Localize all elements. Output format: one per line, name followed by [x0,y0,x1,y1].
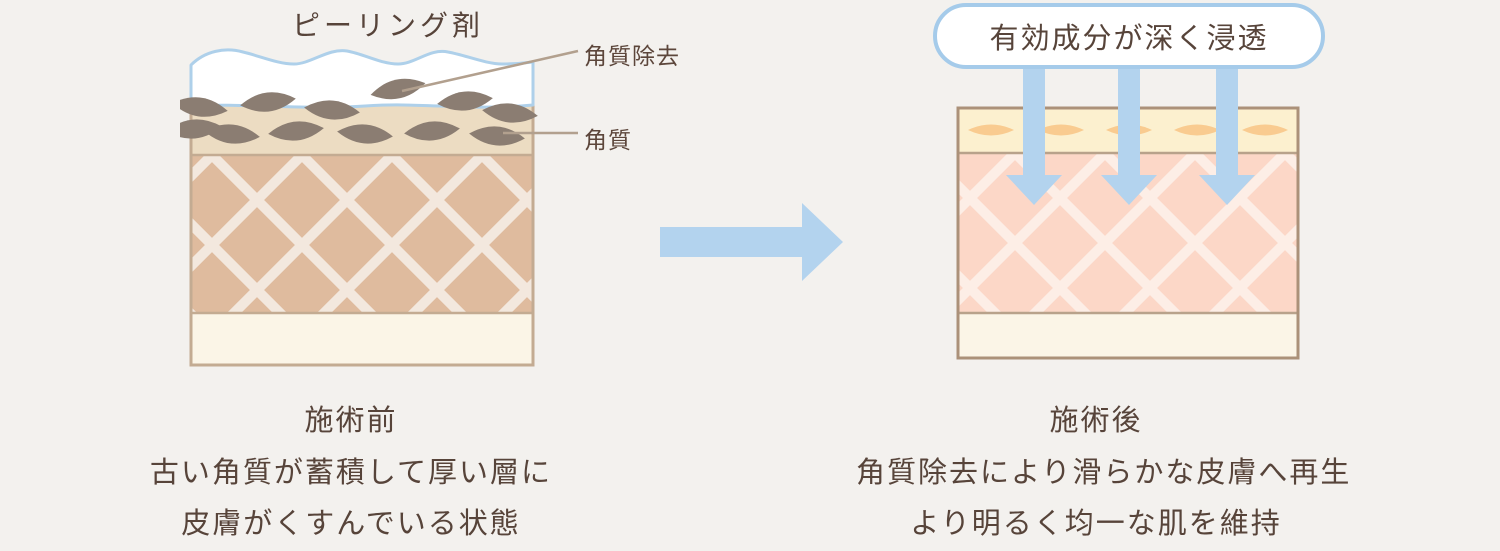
healthy-cell [1242,124,1288,136]
penetration-bubble: 有効成分が深く浸透 [933,3,1325,69]
keratin-cell [304,100,360,120]
caption-after: 施術後 角質除去により滑らかな皮膚へ再生 より明るく均一な肌を維持 [856,396,1352,551]
keratin-cell [437,91,493,111]
caption-before-heading: 施術前 [304,405,398,437]
peeling-agent-title: ピーリング剤 [291,10,485,41]
keratin-cell [482,103,538,123]
dermis-hatch-pattern [191,155,533,313]
leader-line-removal [401,49,579,93]
keratin-cell-lifted [370,78,426,100]
caption-after-heading: 施術後 [1049,405,1143,437]
keratin-cell [240,92,296,112]
keratin-cell [469,126,525,146]
down-arrow-icon [1101,64,1157,205]
healthy-cells [968,124,1288,136]
down-arrow-icon [1199,64,1255,205]
caption-after-line2: より明るく均一な肌を維持 [910,508,1282,540]
right-arrow-shape [660,203,843,281]
label-keratin-removal: 角質除去 [584,43,680,69]
healthy-cell [1174,124,1220,136]
caption-after-line1: 角質除去により滑らかな皮膚へ再生 [856,456,1352,489]
keratin-cells [180,78,538,146]
keratin-cell [268,121,324,141]
penetration-bubble-text: 有効成分が深く浸透 [989,23,1269,55]
transition-arrow-icon [660,203,843,281]
caption-before-line2: 皮膚がくすんでいる状態 [181,508,521,540]
caption-before-line1: 古い角質が蓄積して厚い層に [149,456,553,489]
keratin-cell [337,124,393,144]
base-layer [191,313,533,365]
keratin-cell [404,121,460,141]
base-layer-after [958,313,1298,358]
penetration-arrows-icon [1006,64,1255,205]
healthy-cell [968,124,1014,136]
healthy-cell [1038,124,1084,136]
down-arrow-icon [1006,64,1062,205]
keratin-cell [204,124,260,144]
caption-before: 施術前 古い角質が蓄積して厚い層に 皮膚がくすんでいる状態 [131,396,571,551]
skin-diagram-before [180,48,579,367]
label-keratin: 角質 [584,127,632,153]
keratin-cell [180,97,228,117]
